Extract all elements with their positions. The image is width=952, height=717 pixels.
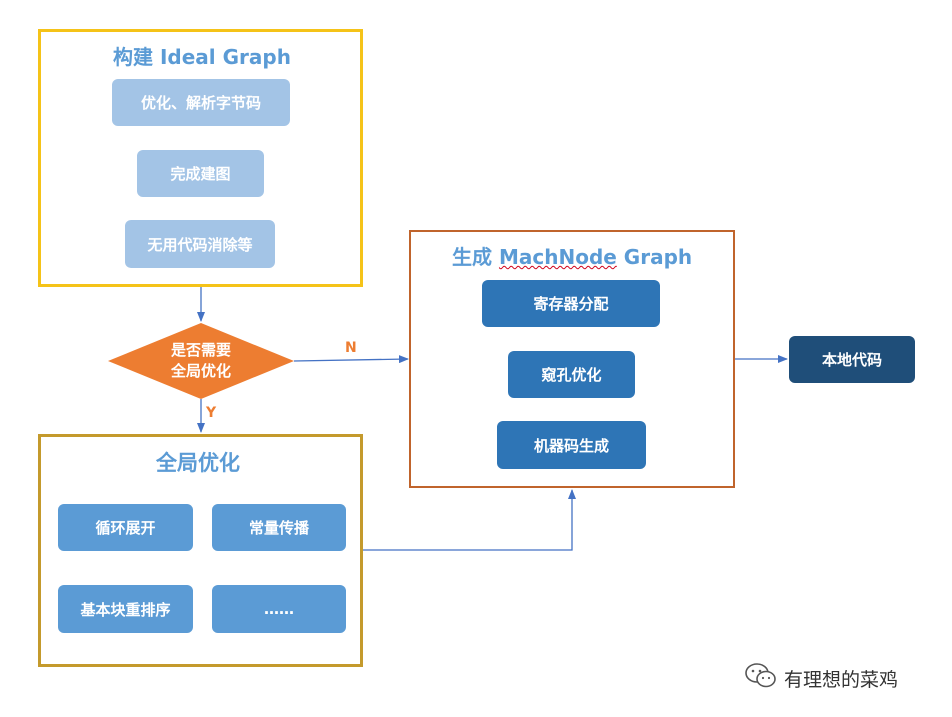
step-machine-code-generation: 机器码生成 [497,421,646,469]
arrow-global-to-mach [363,489,576,551]
edge-label-yes: Y [206,405,217,421]
build-ideal-graph-frame [38,29,363,287]
step-complete-graph: 完成建图 [137,150,264,197]
step-optimize-parse-bytecode: 优化、解析字节码 [112,79,290,126]
arrow-decision-to-mach [293,355,409,364]
build-ideal-graph-title: 构建 Ideal Graph [113,45,291,69]
machnode-title-prefix: 生成 [452,245,499,269]
wechat-icon [744,662,778,695]
item-ellipsis: …… [212,585,346,633]
item-constant-propagation: 常量传播 [212,504,346,551]
watermark: 有理想的菜鸡 [744,662,898,695]
native-code-box: 本地代码 [789,336,915,383]
decision-label-line2: 全局优化 [170,362,231,380]
decision-diamond [108,323,294,399]
machnode-graph-title: 生成 MachNode Graph [452,241,692,270]
item-loop-unrolling: 循环展开 [58,504,193,551]
machnode-title-underlined: MachNode [498,245,617,269]
edge-label-no: N [345,340,357,356]
decision-label: 是否需要 全局优化 [108,323,294,399]
watermark-text: 有理想的菜鸡 [784,669,899,691]
decision-label-line1: 是否需要 [170,341,231,359]
global-optimization-frame [38,434,363,667]
global-optimization-title: 全局优化 [156,451,240,475]
step-peephole-optimization: 窥孔优化 [508,351,635,398]
item-basic-block-reordering: 基本块重排序 [58,585,193,633]
step-register-allocation: 寄存器分配 [482,280,660,327]
machnode-title-suffix: Graph [616,245,693,269]
step-dead-code-elimination: 无用代码消除等 [125,220,275,268]
machnode-graph-frame [409,230,735,488]
